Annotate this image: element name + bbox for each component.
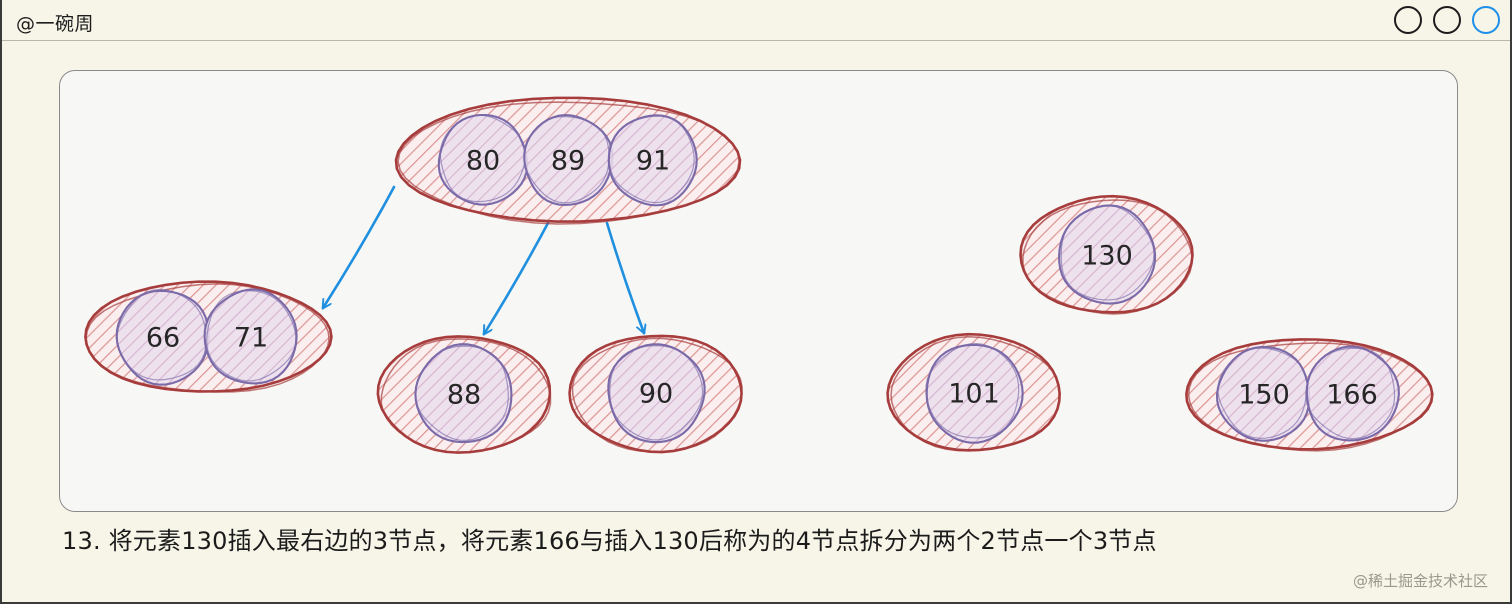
- key-label: 80: [466, 146, 500, 177]
- node-ellipse-outline-2: [890, 336, 1061, 452]
- watermark: @稀土掘金技术社区: [1352, 572, 1488, 590]
- window-title: @一碗周: [16, 13, 95, 35]
- key-circle-fill: [415, 344, 512, 443]
- tree-node-child-middle[interactable]: 88: [376, 335, 552, 454]
- key-circle-outline-2: [206, 290, 297, 382]
- node-ellipse-outline: [1185, 338, 1434, 451]
- key-circle-outline-2: [925, 342, 1020, 439]
- key-circle-outline-2: [116, 288, 207, 381]
- key-circle-outline: [437, 113, 529, 206]
- key-label: 71: [234, 323, 268, 354]
- node-key-66[interactable]: 66: [115, 288, 210, 386]
- node-key-80[interactable]: 80: [437, 113, 529, 206]
- tree-diagram: 80 89 91 66 71 88 90 130 101 150 166: [84, 96, 1434, 454]
- node-key-101[interactable]: 101: [925, 342, 1024, 444]
- tree-node-child-right[interactable]: 90: [568, 334, 743, 454]
- edge-root-to-right: [605, 221, 644, 333]
- node-ellipse-outline: [568, 334, 743, 454]
- node-ellipse-outline-2: [85, 283, 330, 393]
- title-bar: @一碗周: [2, 0, 1510, 41]
- node-key-130[interactable]: 130: [1058, 204, 1157, 305]
- node-key-89[interactable]: 89: [523, 114, 614, 207]
- node-key-91[interactable]: 91: [607, 114, 698, 207]
- node-key-88[interactable]: 88: [414, 343, 513, 444]
- key-circle-outline-2: [439, 114, 527, 203]
- window-controls: [1394, 6, 1500, 34]
- key-label: 130: [1081, 241, 1133, 272]
- key-circle-outline-2: [523, 115, 610, 204]
- key-label: 90: [639, 379, 673, 410]
- key-circle-fill: [1306, 346, 1399, 441]
- node-key-150[interactable]: 150: [1215, 345, 1311, 442]
- key-circle-outline-2: [1060, 205, 1155, 301]
- key-label: 101: [948, 379, 1000, 410]
- circle-control-3-icon[interactable]: [1472, 6, 1500, 34]
- key-circle-outline-2: [608, 115, 695, 204]
- key-circle-fill: [438, 115, 528, 205]
- key-circle-outline-2: [414, 345, 509, 441]
- node-ellipse-outline-2: [397, 101, 740, 225]
- node-ellipse-outline-2: [571, 337, 743, 453]
- key-circle-fill: [926, 344, 1023, 443]
- key-circle-outline-2: [1305, 347, 1396, 440]
- tree-node-detached-150-166[interactable]: 150 166: [1185, 338, 1434, 452]
- key-circle-outline: [925, 343, 1024, 444]
- edge-root-to-middle: [484, 221, 550, 334]
- key-label: 66: [146, 323, 180, 354]
- edge-root-to-left: [323, 185, 396, 308]
- key-circle-fill: [608, 344, 705, 443]
- tree-node-root[interactable]: 80 89 91: [394, 96, 742, 225]
- node-ellipse-outline-2: [1022, 199, 1193, 315]
- key-circle-fill: [116, 290, 209, 385]
- node-ellipse-outline: [84, 280, 333, 393]
- key-circle-fill: [524, 115, 613, 205]
- diagram-canvas[interactable]: 80 89 91 66 71 88 90 130 101 150 166: [59, 70, 1458, 512]
- key-label: 88: [447, 380, 481, 411]
- nodes-layer: 80 89 91 66 71 88 90 130 101 150 166: [84, 96, 1434, 454]
- key-label: 150: [1238, 380, 1290, 411]
- key-circle-outline: [115, 289, 210, 386]
- node-key-90[interactable]: 90: [607, 343, 706, 444]
- tree-node-detached-130[interactable]: 130: [1019, 194, 1194, 315]
- edges-layer: [323, 185, 644, 334]
- key-circle-fill: [1217, 347, 1310, 441]
- key-circle-fill: [204, 289, 297, 384]
- node-key-166[interactable]: 166: [1305, 345, 1400, 442]
- key-label: 89: [551, 146, 585, 177]
- key-circle-outline: [1305, 345, 1400, 442]
- circle-control-2-icon[interactable]: [1433, 6, 1461, 34]
- node-key-71[interactable]: 71: [203, 288, 298, 385]
- key-circle-fill: [608, 115, 697, 206]
- key-circle-fill: [1059, 205, 1156, 304]
- key-label: 166: [1326, 380, 1378, 411]
- circle-control-1-icon[interactable]: [1394, 6, 1422, 34]
- node-ellipse-outline-2: [380, 338, 552, 454]
- key-label: 91: [636, 146, 670, 177]
- caption-text: 13. 将元素130插入最右边的3节点，将元素166与插入130后称为的4节点拆…: [62, 527, 1157, 555]
- key-circle-outline: [1215, 345, 1311, 442]
- node-ellipse-outline-2: [1187, 342, 1433, 452]
- key-circle-outline: [203, 288, 298, 385]
- key-circle-outline-2: [609, 345, 704, 441]
- key-circle-outline-2: [1217, 347, 1308, 439]
- tree-node-detached-101[interactable]: 101: [886, 332, 1061, 452]
- key-circle-outline: [1058, 204, 1157, 305]
- tree-node-child-left[interactable]: 66 71: [84, 280, 333, 393]
